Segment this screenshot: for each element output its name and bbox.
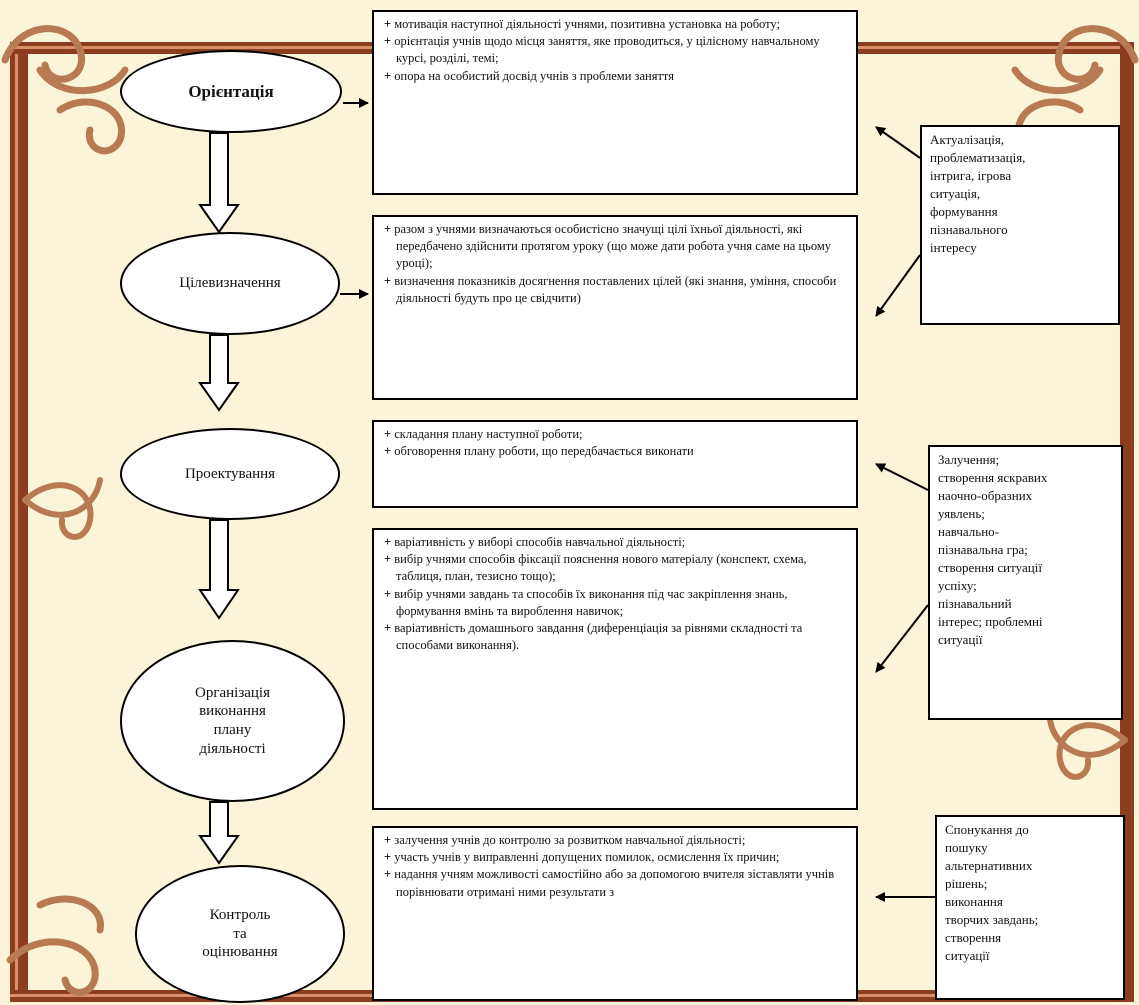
list-item: разом з учнями визначаються особистісно … (384, 221, 848, 273)
side-note-motivation: Актуалізація, проблематизація, інтрига, … (920, 125, 1120, 325)
side-note-alternatives: Спонукання до пошуку альтернативних ріше… (935, 815, 1125, 1000)
content-box-goal-setting: разом з учнями визначаються особистісно … (372, 215, 858, 400)
content-box-control-evaluation: залучення учнів до контролю за розвитком… (372, 826, 858, 1001)
list-item: опора на особистий досвід учнів з пробле… (384, 68, 848, 85)
side-ornament-right (1047, 717, 1128, 780)
side-note-engagement: Залучення; створення яскравих наочно-обр… (928, 445, 1123, 720)
list-item: залучення учнів до контролю за розвитком… (384, 832, 848, 849)
list-item: визначення показників досягнення поставл… (384, 273, 848, 307)
content-box-orientation: мотивація наступної діяльності учнями, п… (372, 10, 858, 195)
list-item: надання учням можливості самостійно або … (384, 866, 848, 900)
list-item: вибір учнями завдань та способів їх вико… (384, 586, 848, 620)
list-item: орієнтація учнів щодо місця заняття, яке… (384, 33, 848, 67)
list-item: мотивація наступної діяльності учнями, п… (384, 16, 848, 33)
list-item: варіативність у виборі способів навчальн… (384, 534, 848, 551)
list-item: участь учнів у виправленні допущених пом… (384, 849, 848, 866)
stage-orientation: Орієнтація (120, 50, 342, 133)
corner-ornament-bottom-left (6, 895, 104, 996)
stage-design: Проектування (120, 428, 340, 520)
list-item: обговорення плану роботи, що передбачаєт… (384, 443, 848, 460)
list-item: складання плану наступної роботи; (384, 426, 848, 443)
list-item: варіативність домашнього завдання (дифер… (384, 620, 848, 654)
corner-ornament-top-left (1, 25, 129, 155)
content-box-design: складання плану наступної роботи; обгово… (372, 420, 858, 508)
stage-control-evaluation: Контроль та оцінювання (135, 865, 345, 1003)
stage-plan-execution: Організація виконання плану діяльності (120, 640, 345, 802)
side-ornament-left (22, 477, 103, 540)
stage-goal-setting: Цілевизначення (120, 232, 340, 335)
content-box-plan-execution: варіативність у виборі способів навчальн… (372, 528, 858, 810)
list-item: вибір учнями способів фіксації пояснення… (384, 551, 848, 585)
